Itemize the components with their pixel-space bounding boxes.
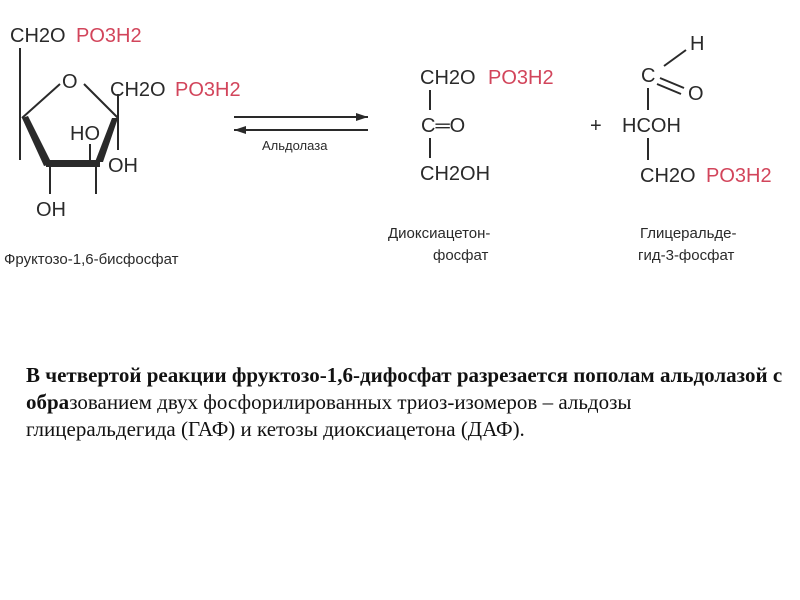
g3p-carbonyl-o: O	[688, 83, 704, 105]
aldolase-reaction-diagram: CH2O PO3H2 O CH2O PO3H2 HO OH OH Фруктоз…	[4, 25, 772, 268]
ring-bond-front-bold	[46, 160, 100, 167]
g3p-name-line1: Глицеральде-	[640, 225, 737, 242]
description-paragraph: В четвертой реакции фруктозо-1,6-дифосфа…	[26, 362, 786, 443]
ring-bond-left-wedge	[22, 116, 52, 166]
fructose-oh-right: OH	[108, 155, 138, 177]
plus-sign: +	[590, 115, 602, 137]
description-bold-lead: В	[26, 363, 46, 387]
reverse-arrow-head	[234, 126, 246, 134]
fructose-top-phosphate: PO3H2	[76, 25, 142, 47]
equilibrium-arrows: Альдолаза	[234, 113, 368, 153]
enzyme-label: Альдолаза	[262, 138, 328, 153]
fructose-top-ch2o: CH2O	[10, 25, 66, 47]
g3p-phosphate: PO3H2	[706, 165, 772, 187]
g3p-co-bond-1	[659, 77, 685, 89]
dhap-name-line2: фосфат	[433, 247, 489, 264]
g3p-co-bond-2	[656, 83, 682, 95]
ring-bond-o-right	[83, 83, 119, 119]
fructose-ho: HO	[70, 123, 100, 145]
g3p-aldehyde-h: H	[690, 33, 704, 55]
g3p-ch-bond	[663, 49, 687, 67]
dhap-ch2o: CH2O	[420, 67, 476, 89]
forward-arrow-head	[356, 113, 368, 121]
fructose-bisphosphate-structure: CH2O PO3H2 O CH2O PO3H2 HO OH OH Фруктоз…	[4, 25, 241, 268]
ring-bond-left-o	[21, 83, 61, 119]
dhap-ch2oh: CH2OH	[420, 163, 490, 185]
dhap-name-line1: Диоксиацетон-	[388, 225, 490, 242]
fructose-oh-bottom: OH	[36, 199, 66, 221]
description-rest: зованием двух фосфорилированных триоз-из…	[26, 390, 632, 441]
g3p-name-line2: гид-3-фосфат	[638, 247, 734, 264]
ring-bond-right-wedge	[95, 118, 118, 162]
fructose-right-ch2o: CH2O	[110, 79, 166, 101]
fructose-name-label: Фруктозо-1,6-бисфосфат	[4, 251, 179, 268]
description-bold-main: четвертой реакции фруктозо-1,6-дифосфат …	[26, 363, 783, 414]
dhap-phosphate: PO3H2	[488, 67, 554, 89]
g3p-structure: H C O HCOH CH2O PO3H2 Глицеральде- гид-3…	[622, 33, 772, 264]
dhap-structure: CH2O PO3H2 C═O CH2OH Диоксиацетон- фосфа…	[388, 67, 554, 264]
fructose-right-phosphate: PO3H2	[175, 79, 241, 101]
g3p-ch2o: CH2O	[640, 165, 696, 187]
dhap-carbonyl: C═O	[421, 115, 465, 137]
g3p-hcoh: HCOH	[622, 115, 681, 137]
fructose-ring-oxygen: O	[62, 71, 78, 93]
g3p-carbonyl-c: C	[641, 65, 655, 87]
